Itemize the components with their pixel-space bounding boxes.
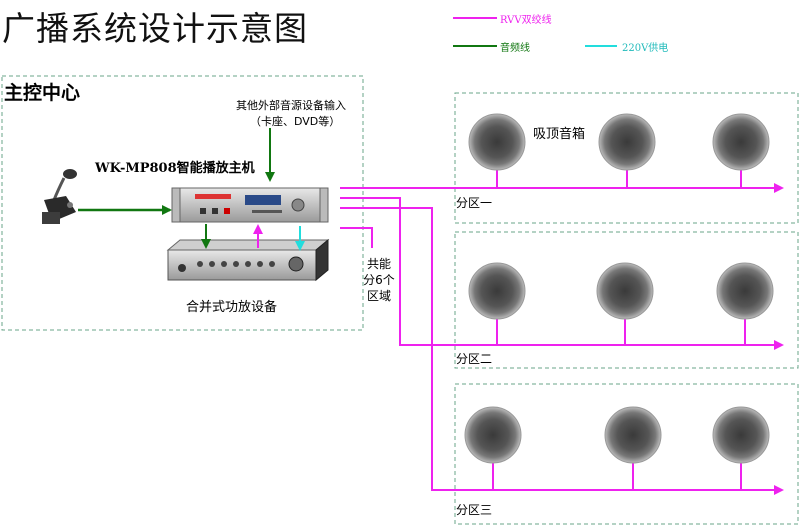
zone1-label: 分区一 (456, 196, 493, 210)
zone3-wire (340, 207, 784, 495)
control-center-box (1, 75, 364, 331)
speaker-icon (598, 113, 656, 171)
legend-audio-label: 音频线 (500, 43, 530, 54)
speaker-icon (712, 406, 770, 464)
speaker-icon (604, 406, 662, 464)
amplifier-label: 合并式功放设备 (186, 300, 278, 315)
page-title: 广播系统设计示意图 (2, 9, 308, 48)
zone3-box (454, 383, 799, 525)
speaker-icon (468, 113, 526, 171)
zone-count-note: 共能分6个区域 (363, 257, 395, 303)
zone2-wire (340, 197, 784, 350)
speaker-type-label: 吸顶音箱 (533, 127, 586, 142)
microphone-icon (42, 169, 77, 224)
legend-rvv-label: RVV双绞线 (500, 15, 552, 26)
control-center-label: 主控中心 (4, 82, 81, 104)
extra-wire (340, 227, 373, 248)
speaker-icon (468, 262, 526, 320)
zone3-label: 分区三 (456, 503, 493, 517)
speakers (464, 113, 774, 464)
speaker-icon (716, 262, 774, 320)
external-input-sublabel: （卡座、DVD等） (250, 115, 341, 128)
legend (453, 17, 617, 47)
speaker-icon (596, 262, 654, 320)
speaker-icon (712, 113, 770, 171)
zone-wiring (340, 168, 784, 495)
external-input-label: 其他外部音源设备输入 (236, 99, 346, 112)
amplifier-device (166, 238, 330, 282)
legend-power-label: 220V供电 (622, 43, 669, 54)
player-host-device (171, 187, 329, 223)
zone2-label: 分区二 (456, 352, 493, 366)
speaker-icon (464, 406, 522, 464)
host-label: WK-MP808智能播放主机 (95, 161, 255, 176)
zone2-box (454, 231, 799, 369)
zone1-box (454, 92, 799, 224)
